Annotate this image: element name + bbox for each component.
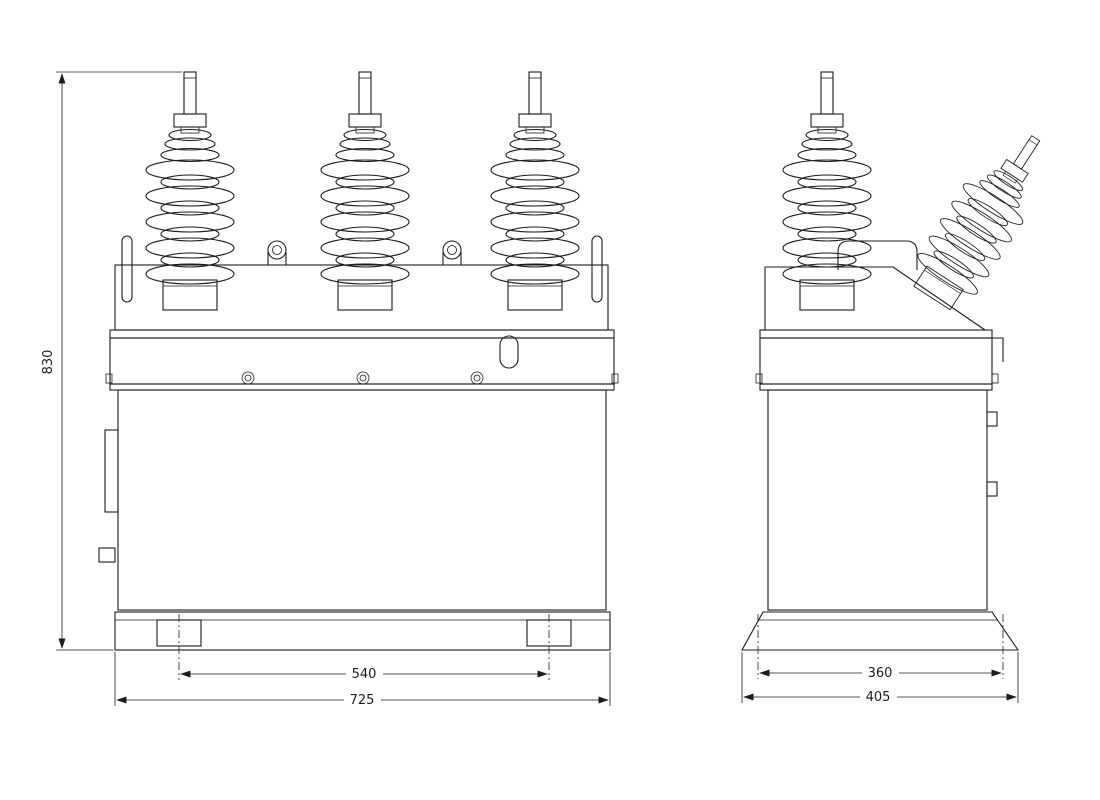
oval-slot xyxy=(499,335,519,369)
lifting-lug-right xyxy=(442,240,462,265)
lifting-handle xyxy=(837,240,918,270)
dimensions: 830 540 725 360 405 xyxy=(41,71,1019,708)
dim-405-label: 405 xyxy=(866,690,891,705)
side-hook-left xyxy=(121,235,133,303)
dim-830-label: 830 xyxy=(41,350,56,375)
dim-540-label: 540 xyxy=(352,667,377,682)
side-hook-right xyxy=(591,235,603,303)
front-upper-box xyxy=(114,264,609,331)
side-view xyxy=(741,71,1066,679)
bushing-insulator-a xyxy=(145,71,235,311)
dimension-side-overall-width: 405 xyxy=(741,652,1019,705)
wall-tab-lower xyxy=(986,481,998,497)
side-upper-box xyxy=(764,240,1004,362)
lifting-lug-left xyxy=(267,240,287,265)
flange-bolt-left xyxy=(105,373,113,384)
side-flange-band xyxy=(755,329,999,391)
front-view xyxy=(98,71,619,680)
front-base xyxy=(114,611,611,680)
side-base xyxy=(741,611,1020,679)
dimension-side-feet-span: 360 xyxy=(759,665,1002,681)
dim-360-label: 360 xyxy=(868,666,893,681)
corner-bracket xyxy=(985,337,1004,362)
drain-tab xyxy=(98,547,116,563)
wall-tab-upper xyxy=(986,411,998,427)
bushing-insulator-c xyxy=(490,71,580,311)
front-tank xyxy=(98,389,607,611)
flange-bolts-row xyxy=(241,371,484,385)
dim-725-label: 725 xyxy=(350,693,375,708)
dimension-front-overall-width: 725 xyxy=(114,652,611,708)
side-tank xyxy=(767,389,998,611)
flange-bolt-right xyxy=(611,373,619,384)
side-plate xyxy=(104,429,119,513)
bushing-insulator-b xyxy=(320,71,410,311)
dimension-front-feet-span: 540 xyxy=(180,666,548,682)
front-top-fittings xyxy=(121,235,603,385)
dimension-front-height: 830 xyxy=(41,71,182,651)
side-bushing-angled xyxy=(902,118,1066,318)
side-bushing-vertical xyxy=(782,71,872,311)
